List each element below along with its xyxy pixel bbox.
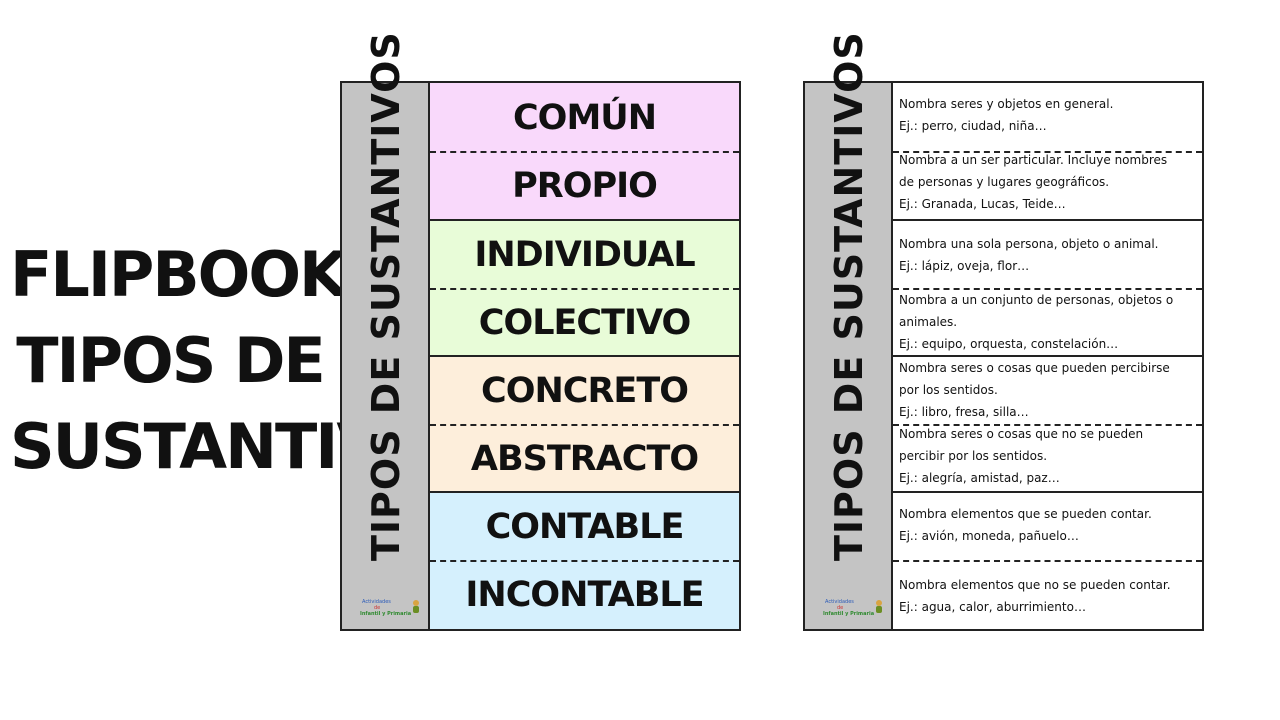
definition-line: Ej.: avión, moneda, pañuelo… <box>899 529 1079 543</box>
definition-flaps: Nombra seres y objetos en general. Ej.: p… <box>893 83 1202 629</box>
definition-line: animales. <box>899 315 958 329</box>
type-flap[interactable]: CONCRETO <box>430 356 739 425</box>
definition-text: Nombra a un ser particular. Incluye nomb… <box>899 149 1198 215</box>
fold-line <box>430 424 739 426</box>
definition-line: Ej.: perro, ciudad, niña… <box>899 119 1047 133</box>
mascot-icon <box>876 600 882 613</box>
type-label: COLECTIVO <box>478 302 691 343</box>
definition-line: Nombra a un ser particular. Incluye nomb… <box>899 153 1168 167</box>
type-label: PROPIO <box>512 166 658 206</box>
cut-line <box>430 219 739 221</box>
type-flap[interactable]: ABSTRACTO <box>430 425 739 492</box>
definition-text: Nombra seres o cosas que no se pueden per… <box>899 423 1198 489</box>
title-line-1: FLIPBOOK: <box>10 238 370 311</box>
type-flap[interactable]: COMÚN <box>430 83 739 152</box>
publisher-logo: Actividades de Infantil y Primaria <box>360 597 422 619</box>
definition-text: Nombra seres y objetos en general. Ej.: p… <box>899 93 1198 137</box>
cover-spine: TIPOS DE SUSTANTIVOS Actividades de Infa… <box>342 31 430 629</box>
definition-line: Nombra elementos que se pueden contar. <box>899 507 1152 521</box>
flipbook-title: FLIPBOOK: TIPOS DE SUSTANTIVOS <box>10 232 477 490</box>
definition-line: Nombra seres o cosas que pueden percibir… <box>899 361 1170 375</box>
definition-line: Nombra seres o cosas que no se pueden <box>899 427 1144 441</box>
mascot-icon <box>413 600 419 613</box>
title-line-3: SUSTANTIVOS <box>10 410 477 483</box>
flipbook-cover-panel: TIPOS DE SUSTANTIVOS Actividades de Infa… <box>340 31 741 631</box>
title-line-2: TIPOS DE <box>16 324 326 397</box>
definition-text: Nombra seres o cosas que pueden percibir… <box>899 357 1198 423</box>
logo-line-3: Infantil y Primaria <box>823 611 875 617</box>
inside-spine-title: TIPOS DE SUSTANTIVOS <box>827 31 871 561</box>
logo-line-1: Actividades <box>825 599 854 605</box>
definition-line: Ej.: agua, calor, aburrimiento… <box>899 600 1086 614</box>
type-flaps: COMÚN PROPIO INDIVIDUAL COLECTIVO CONCRETO AB… <box>430 83 739 629</box>
type-label: ABSTRACTO <box>470 438 699 479</box>
type-flap[interactable]: CONTABLE <box>430 492 739 561</box>
fold-line <box>893 560 1202 562</box>
cut-line <box>430 355 739 357</box>
definition-line: percibir por los sentidos. <box>899 449 1048 463</box>
flipbook-inside-panel: TIPOS DE SUSTANTIVOS Actividades de Infa… <box>803 31 1204 631</box>
definition-line: Ej.: lápiz, oveja, flor… <box>899 259 1030 273</box>
definition-text: Nombra elementos que no se pueden contar… <box>899 574 1198 618</box>
logo-line-2: de <box>837 605 844 611</box>
definition-line: de personas y lugares geográficos. <box>899 175 1110 189</box>
inside-spine: TIPOS DE SUSTANTIVOS Actividades de Infa… <box>805 31 893 629</box>
cut-line <box>430 491 739 493</box>
definition-line: Nombra una sola persona, objeto o animal… <box>899 237 1159 251</box>
type-label: INCONTABLE <box>465 575 704 615</box>
type-flap[interactable]: INCONTABLE <box>430 561 739 629</box>
type-flap[interactable]: COLECTIVO <box>430 289 739 356</box>
fold-line <box>893 288 1202 290</box>
definition-text: Nombra elementos que se pueden contar. Ej… <box>899 503 1198 547</box>
cut-line <box>893 219 1202 221</box>
type-flap[interactable]: PROPIO <box>430 152 739 220</box>
definition-text: Nombra a un conjunto de personas, objeto… <box>899 289 1198 355</box>
fold-line <box>430 560 739 562</box>
fold-line <box>893 424 1202 426</box>
cover-spine-title: TIPOS DE SUSTANTIVOS <box>364 31 408 561</box>
type-label: CONTABLE <box>485 506 685 547</box>
fold-line <box>430 288 739 290</box>
fold-line <box>893 151 1202 153</box>
definition-line: Nombra elementos que no se pueden contar… <box>899 578 1171 592</box>
definition-line: Ej.: alegría, amistad, paz… <box>899 471 1060 485</box>
logo-line-1: Actividades <box>362 599 391 605</box>
logo-line-3: Infantil y Primaria <box>360 611 412 617</box>
fold-line <box>430 151 739 153</box>
type-label: CONCRETO <box>481 370 689 411</box>
definition-line: Nombra seres y objetos en general. <box>899 97 1114 111</box>
type-label: COMÚN <box>513 97 657 138</box>
logo-line-2: de <box>374 605 381 611</box>
cut-line <box>893 355 1202 357</box>
publisher-logo-inside: Actividades de Infantil y Primaria <box>823 597 885 619</box>
cut-line <box>893 491 1202 493</box>
type-flap[interactable]: INDIVIDUAL <box>430 220 739 289</box>
definition-line: Ej.: Granada, Lucas, Teide… <box>899 197 1066 211</box>
definition-line: Ej.: equipo, orquesta, constelación… <box>899 337 1119 351</box>
definition-line: Ej.: libro, fresa, silla… <box>899 405 1029 419</box>
definition-line: por los sentidos. <box>899 383 998 397</box>
definition-line: Nombra a un conjunto de personas, objeto… <box>899 293 1174 307</box>
definition-text: Nombra una sola persona, objeto o animal… <box>899 233 1198 277</box>
type-label: INDIVIDUAL <box>474 234 695 275</box>
